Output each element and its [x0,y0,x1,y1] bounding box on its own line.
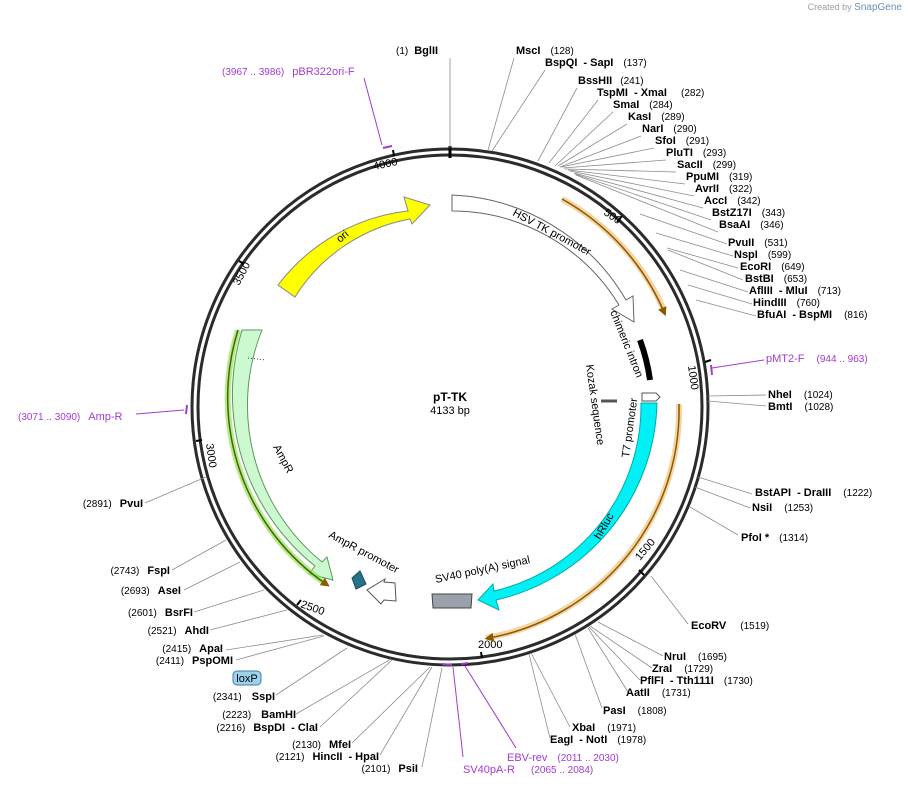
ampr-primer-arrow [227,329,330,587]
hrluc-primer-arrow [484,403,680,642]
label-sv40-polya: SV40 poly(A) signal [434,554,531,586]
label-ampr-promoter: AmpR promoter [327,529,401,576]
enzyme-nari: NarI(290) [642,123,697,135]
enzyme-pvuii: PvuII(531) [728,237,788,249]
enzyme-bstz17i: BstZ17I(343) [712,207,785,219]
enzyme-bsaai: BsaAI(346) [719,219,784,231]
enzyme-tspmi: TspMI- XmaI(282) [597,87,704,99]
feature-chimeric-intron [637,338,653,381]
primer-amp-r: (3071 .. 3090)Amp-R [18,411,123,423]
primer-pbr322ori-f: (3967 .. 3986)pBR322ori-F [222,66,355,78]
enzyme-pspomi: (2411)PspOMI [156,655,233,667]
enzyme-leaders [144,57,767,768]
enzyme-bamhi: (2223)BamHI [222,709,296,721]
enzyme-bglii: (1)BglII [396,45,438,57]
enzyme-bstbi: BstBI(653) [745,273,807,285]
enzyme-xbai: XbaI(1971) [572,722,636,734]
feature-hsv-tk-promoter [451,194,635,323]
tick-marks [195,149,712,659]
enzyme-nspi: NspI(599) [734,249,791,261]
enzyme-psii: (2101)PsiI [362,763,418,775]
plasmid-name: pT-TK [433,390,467,404]
label-kozak-sequence: Kozak sequence [583,364,606,446]
enzyme-afliii: AflIII- MluI(713) [749,285,841,297]
enzyme-sfoi: SfoI(291) [655,135,709,147]
enzyme-fspi: (2743)FspI [110,565,170,577]
enzyme-smai: SmaI(284) [613,99,673,111]
enzyme-hindiii: HindIII(760) [753,297,820,309]
enzyme-ppumi: PpuMI(319) [686,171,752,183]
enzyme-bmti: BmtI(1028) [768,401,833,413]
primer-marks [185,145,713,666]
enzyme-kasi: KasI(289) [628,111,685,123]
enzyme-pvui: (2891)PvuI [83,498,143,510]
enzyme-nhei: NheI(1024) [768,389,833,401]
tick-label-3000: 3000 [203,443,218,469]
feature-hrluc [477,402,658,611]
enzyme-pasi: PasI(1808) [603,705,667,717]
enzyme-bspqi: BspQI- SapI(137) [545,57,647,69]
enzyme-nrui: NruI(1695) [664,651,727,663]
enzyme-sspi: (2341)SspI [213,691,275,703]
hsv-primer-arrow [561,198,667,317]
enzyme-bfuai: BfuAI- BspMI(816) [757,309,867,321]
enzyme-bstapi: BstAPI- DraIII(1222) [755,487,872,499]
enzyme-labels-left: (2101)PsiI (2121)HincII- HpaI (2130)MfeI… [83,498,418,775]
primer-leaders [135,77,765,758]
enzyme-ecorv: EcoRV(1519) [691,620,769,632]
tick-label-1000: 1000 [685,365,700,391]
enzyme-mfei: (2130)MfeI [292,739,351,751]
feature-ampr-promoter [366,577,397,605]
enzyme-sacii: SacII(299) [677,159,736,171]
enzyme-bsrfi: (2601)BsrFI [128,607,193,619]
enzyme-labels: (1)BglII MscI(128) BspQI- SapI(137) BssH… [396,45,872,746]
primer-pmt2-f: pMT2-F(944 .. 963) [766,353,868,365]
feature-ampr [231,329,334,581]
enzyme-pfoi: PfoI *(1314) [741,532,808,544]
feature-sv40-polya [431,593,473,609]
loxp-label: loxP [236,673,257,685]
enzyme-ecori: EcoRI(649) [740,261,805,273]
credit-prefix: Created by [807,2,852,12]
tick-label-4000: 4000 [372,156,398,173]
enzyme-bsshii: BssHII(241) [578,75,644,87]
enzyme-eagi: EagI- NotI(1978) [550,734,646,746]
enzyme-acci: AccI(342) [704,195,761,207]
ampr-promoter-dark [351,570,367,590]
enzyme-pluti: PluTI(293) [666,147,726,159]
label-ampr: AmpR [270,443,295,476]
enzyme-avrii: AvrII(322) [695,183,752,195]
primer-sv40pa-r: SV40pA-R(2065 .. 2084) [463,764,593,776]
loxp-tag [232,670,262,686]
credit-line: Created by SnapGene [808,2,902,13]
enzyme-hincii: (2121)HincII- HpaI [276,751,379,763]
primer-labels: (3967 .. 3986)pBR322ori-F pMT2-F(944 .. … [18,66,868,776]
kozak-arrow [641,392,661,402]
credit-brand: SnapGene [854,2,902,13]
enzyme-ahdi: (2521)AhdI [148,625,209,637]
primer-ebv-rev: EBV-rev(2011 .. 2030) [507,752,619,764]
enzyme-nsii: NsiI(1253) [752,502,813,514]
label-hsv-tk-promoter: HSV TK promoter [511,207,593,258]
enzyme-bspdi: (2216)BspDI- ClaI [216,722,318,734]
enzyme-asei: (2693)AseI [121,585,181,597]
enzyme-pflfi: PflFI- Tth111I(1730) [640,675,753,687]
enzyme-apai: (2415)ApaI [162,643,223,655]
enzyme-zrai: ZraI(1729) [652,663,713,675]
ampr-dotted [247,357,267,361]
tick-label-2500: 2500 [299,599,326,619]
tick-label-2000: 2000 [478,639,502,651]
plasmid-size: 4133 bp [430,405,470,417]
enzyme-aatii: AatII(1731) [626,687,691,699]
feature-ori [277,196,431,298]
enzyme-msci: MscI(128) [516,45,574,57]
